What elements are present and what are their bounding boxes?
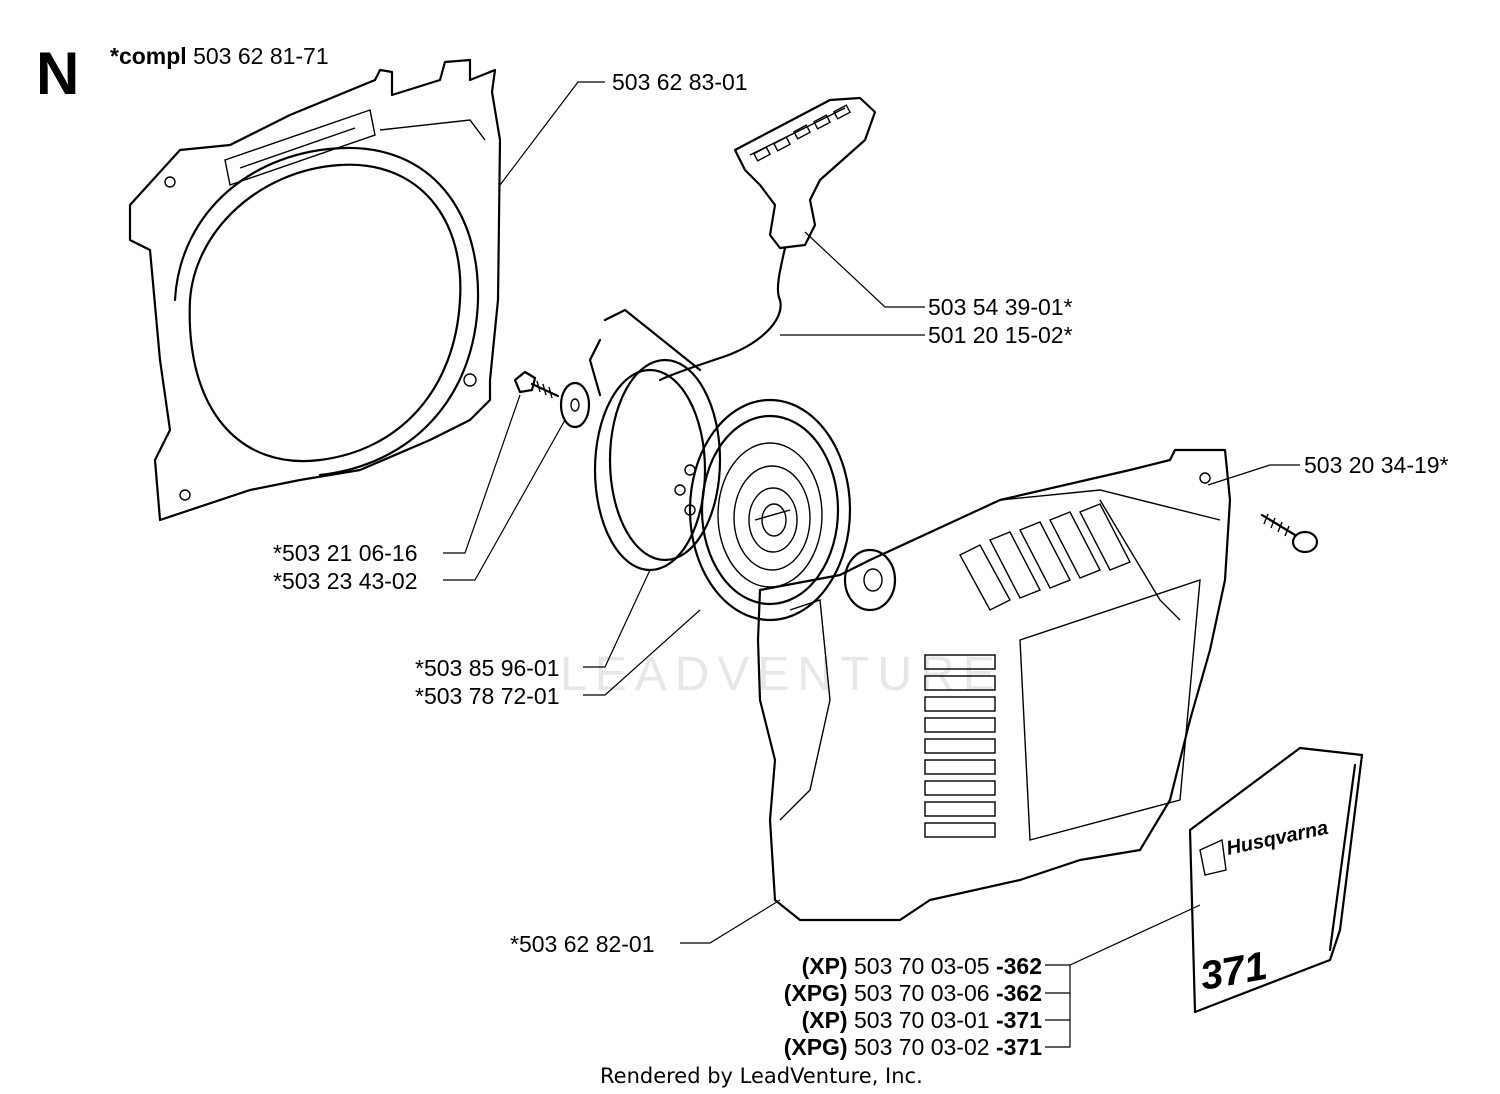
callout-starter-cord[interactable]: 501 20 15-02* <box>928 322 1073 348</box>
variant-suffix: -362 <box>995 980 1042 1006</box>
variant-model: (XPG) <box>783 1034 848 1060</box>
rope-pulley-part <box>588 308 722 572</box>
washer-part <box>559 381 591 429</box>
callout-starter-cover[interactable]: *503 62 82-01 <box>510 931 655 957</box>
starter-cord-part <box>658 246 787 382</box>
variant-model: (XPG) <box>783 980 848 1006</box>
callout-fan-housing[interactable]: 503 62 83-01 <box>612 69 748 95</box>
callout-rope-pulley[interactable]: *503 85 96-01 <box>415 655 560 681</box>
starter-cover-part <box>756 448 1232 922</box>
callout-cover-screw[interactable]: 503 20 34-19* <box>1304 452 1449 478</box>
section-letter: N <box>36 40 80 107</box>
assembly-part-number: 503 62 81-71 <box>193 43 329 69</box>
decal-variant-row[interactable]: (XPG) 503 70 03-06 -362 <box>722 982 1042 1005</box>
decal-variant-row[interactable]: (XP) 503 70 03-01 -371 <box>722 1009 1042 1032</box>
watermark-text: LEADVENTURE <box>560 648 1003 701</box>
callout-washer[interactable]: *503 23 43-02 <box>273 568 418 594</box>
cover-vents-lower <box>924 654 996 838</box>
variant-part: 503 70 03-02 <box>853 1034 990 1060</box>
variant-part: 503 70 03-01 <box>853 1007 990 1033</box>
callout-pulley-screw[interactable]: *503 21 06-16 <box>273 540 418 566</box>
variant-part: 503 70 03-06 <box>853 980 990 1006</box>
decal-model-text: 371 <box>1197 944 1270 999</box>
pulley-screw-part <box>513 370 560 399</box>
callout-starter-handle[interactable]: 503 54 39-01* <box>928 294 1073 320</box>
decal-variant-row[interactable]: (XP) 503 70 03-05 -362 <box>722 955 1042 978</box>
cover-screw-part <box>1260 513 1319 554</box>
decal-brand-text: Husqvarna <box>1224 817 1330 860</box>
assembly-prefix: *compl <box>110 43 187 69</box>
decal-variant-row[interactable]: (XPG) 503 70 03-02 -371 <box>722 1036 1042 1059</box>
callout-recoil-spring[interactable]: *503 78 72-01 <box>415 683 560 709</box>
starter-handle-part <box>733 96 877 250</box>
cover-vents-upper <box>959 503 1131 611</box>
variant-model: (XP) <box>801 1007 848 1033</box>
variant-suffix: -371 <box>995 1034 1042 1060</box>
variant-suffix: -371 <box>995 1007 1042 1033</box>
leader-lines <box>443 81 1300 1048</box>
recoil-spring-part <box>688 398 852 622</box>
variant-suffix: -362 <box>995 953 1042 979</box>
fan-housing-part <box>128 58 502 522</box>
variant-model: (XP) <box>801 953 848 979</box>
decal-part: Husqvarna 371 <box>1188 746 1364 1014</box>
footer-credit: Rendered by LeadVenture, Inc. <box>600 1064 923 1088</box>
assembly-number: *compl 503 62 81-71 <box>110 45 329 68</box>
variant-part: 503 70 03-05 <box>853 953 990 979</box>
